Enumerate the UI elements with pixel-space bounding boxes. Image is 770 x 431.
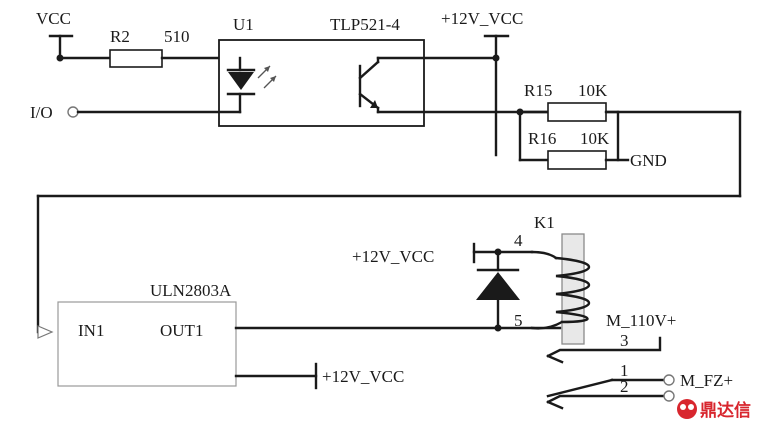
label-r15: R15 bbox=[524, 81, 552, 100]
label-in1: IN1 bbox=[78, 321, 104, 340]
label-v12-top: +12V_VCC bbox=[441, 9, 523, 28]
input-arrow-icon bbox=[37, 325, 54, 339]
contact-2-tip bbox=[546, 400, 564, 410]
label-r15-value: 10K bbox=[578, 81, 608, 100]
coil-lead-bottom bbox=[530, 320, 564, 330]
watermark: 鼎达信 bbox=[677, 399, 751, 421]
label-pin3: 3 bbox=[620, 331, 629, 350]
relay-switch-arm bbox=[546, 378, 614, 398]
contact-3-tip bbox=[546, 354, 564, 364]
label-pin4: 4 bbox=[514, 231, 523, 250]
label-uln: ULN2803A bbox=[150, 281, 232, 300]
label-r2: R2 bbox=[110, 27, 130, 46]
terminal-2-icon bbox=[663, 390, 675, 402]
uln2803a-chip bbox=[57, 301, 237, 387]
resistor-r2 bbox=[109, 49, 163, 68]
v12-supply-top bbox=[483, 34, 510, 157]
relay-coil-icon bbox=[554, 256, 591, 324]
resistor-r16 bbox=[547, 150, 607, 170]
watermark-logo-icon bbox=[677, 399, 697, 419]
label-io: I/O bbox=[30, 103, 53, 122]
label-r2-value: 510 bbox=[164, 27, 190, 46]
label-pin1: 1 bbox=[620, 361, 629, 380]
label-pin5: 5 bbox=[514, 311, 523, 330]
label-vcc: VCC bbox=[36, 9, 71, 28]
phototransistor-icon bbox=[358, 56, 380, 114]
label-out1: OUT1 bbox=[160, 321, 203, 340]
label-tlp: TLP521-4 bbox=[330, 15, 400, 34]
label-pin2: 2 bbox=[620, 377, 629, 396]
label-mfz: M_FZ+ bbox=[680, 371, 733, 390]
io-terminal-icon bbox=[67, 106, 79, 118]
terminal-mfz-icon bbox=[663, 374, 675, 386]
label-gnd: GND bbox=[630, 151, 667, 170]
label-r16-value: 10K bbox=[580, 129, 610, 148]
led-icon bbox=[226, 56, 277, 114]
label-k1: K1 bbox=[534, 213, 555, 232]
label-v12-uln: +12V_VCC bbox=[322, 367, 404, 386]
label-v12-relay: +12V_VCC bbox=[352, 247, 434, 266]
contact-3-wire bbox=[546, 336, 662, 358]
label-u1: U1 bbox=[233, 15, 254, 34]
label-r16: R16 bbox=[528, 129, 556, 148]
resistor-r15 bbox=[547, 102, 607, 122]
watermark-text: 鼎达信 bbox=[700, 400, 751, 421]
contact-2-wire bbox=[546, 394, 666, 404]
coil-lead-top bbox=[530, 250, 558, 260]
label-m110: M_110V+ bbox=[606, 311, 676, 330]
flyback-diode-icon bbox=[476, 250, 520, 330]
